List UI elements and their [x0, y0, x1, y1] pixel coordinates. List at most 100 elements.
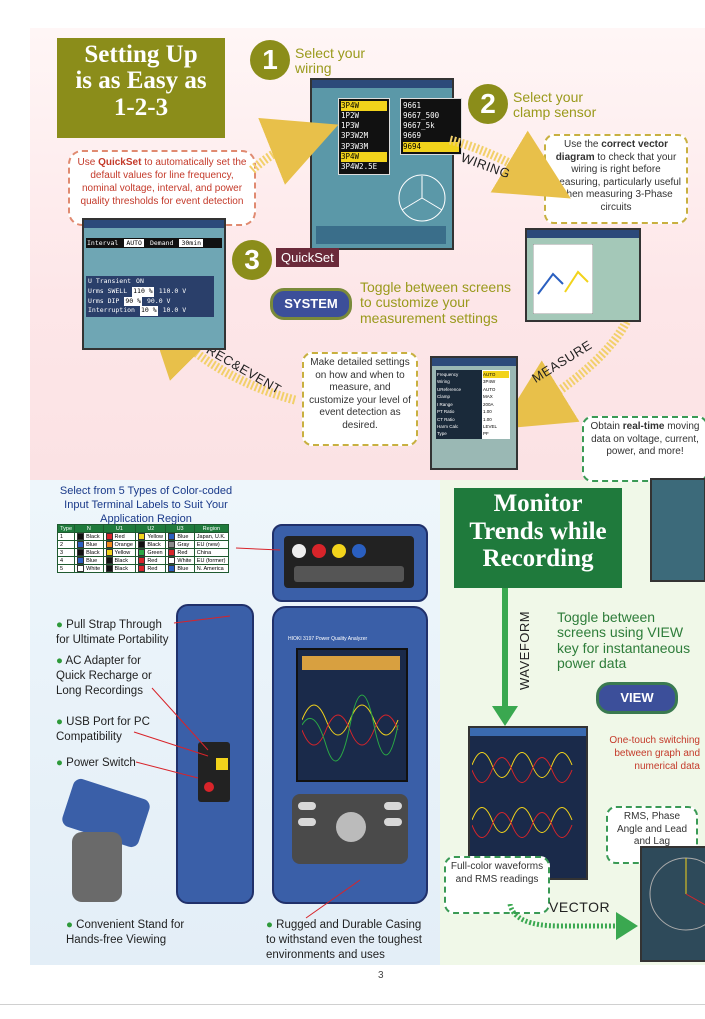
terminal-color-swatch [105, 549, 113, 556]
terminal-jack [332, 544, 346, 558]
vector-screen-topbar [527, 230, 639, 238]
feature-adapter: ● AC Adapter for Quick Recharge or Long … [56, 655, 152, 697]
waveform-arrow-label: WAVEFORM [517, 610, 532, 690]
terminal-color-swatch [77, 533, 85, 540]
power-switch-icon [204, 782, 214, 792]
terminal-labels-heading: Select from 5 Types of Color-coded Input… [59, 485, 233, 525]
terminal-color-swatch [168, 549, 176, 556]
wiring-menu-item[interactable]: 3P4W2.5E [341, 161, 378, 171]
view-button[interactable]: VIEW [596, 682, 678, 714]
clamp-inputs [294, 566, 404, 582]
waveform-display-icon [472, 752, 573, 838]
one-touch-note: One-touch switching between graph and nu… [609, 735, 700, 772]
analyzer-side [176, 604, 254, 904]
stand-base [72, 832, 122, 902]
analyzer-top-terminals [272, 524, 428, 602]
table-cell: N. America [193, 564, 230, 573]
function-key[interactable] [384, 818, 402, 826]
vector-diagram-icon [533, 244, 593, 314]
quickset-screen-topbar [84, 220, 224, 228]
wiring-menu-item[interactable]: 3P3W2M [341, 131, 369, 141]
terminal-color-swatch [138, 541, 146, 548]
clamp-menu-item[interactable]: 9694 [403, 141, 459, 152]
wiring-menu: 3P4W 1P2W 1P3W 3P3W2M 3P3W3M 3P4W 3P4W2.… [338, 98, 390, 175]
wiring-menu-item[interactable]: 1P3W [341, 121, 360, 131]
quickset-label: QuickSet [276, 248, 339, 267]
event-note: Make detailed settings on how and when t… [302, 352, 418, 446]
function-key[interactable] [298, 802, 316, 810]
terminal-color-swatch [77, 549, 85, 556]
waveform-screen-topbar [470, 728, 586, 736]
waveform-arrow [492, 588, 518, 726]
vector-diagram-icon [398, 174, 446, 222]
waveform-screen [468, 726, 588, 880]
navigation-pad[interactable] [336, 812, 366, 842]
trends-title: Monitor Trends while Recording [454, 488, 622, 588]
view-description: Toggle between screens using VIEW key fo… [557, 609, 691, 672]
feature-casing: ● Rugged and Durable Casing to withstand… [266, 919, 422, 961]
step2-number: 2 [468, 84, 508, 124]
clamp-menu: 9661 9667_500 9667_5k 9669 9694 [400, 98, 462, 155]
wiring-menu-item[interactable]: 3P4W [341, 101, 387, 112]
system-button[interactable]: SYSTEM [270, 288, 352, 320]
setup-title: Setting Up is as Easy as 1-2-3 [57, 38, 225, 138]
display-header [302, 656, 400, 670]
clamp-menu-item[interactable]: 9669 [403, 131, 422, 141]
terminal-color-swatch [105, 533, 113, 540]
clamp-menu-item[interactable]: 9667_500 [403, 111, 440, 121]
function-key[interactable] [298, 818, 316, 826]
quickset-interval-row: Interval AUTO Demand 30min [86, 238, 222, 248]
analyzer-front: HIOKI 3197 Power Quality Analyzer [272, 606, 428, 904]
table-cell: White [74, 564, 104, 573]
terminal-color-swatch [138, 533, 146, 540]
terminal-color-swatch [168, 557, 176, 564]
vector-diagram-icon [649, 857, 705, 931]
terminal-color-swatch [138, 549, 146, 556]
terminal-color-swatch [105, 557, 113, 564]
measure-screen: Frequency Wiring UReference Clamp I Rang… [430, 356, 518, 470]
wiring-menu-item[interactable]: 3P3W3M [341, 141, 369, 151]
clamp-menu-item[interactable]: 9667_5k [403, 121, 435, 131]
vector-arrow [507, 904, 638, 940]
terminal-color-swatch [77, 541, 85, 548]
full-color-note: Full-color waveforms and RMS readings [444, 856, 550, 914]
feature-stand: ● Convenient Stand for Hands-free Viewin… [66, 919, 185, 946]
display-waveform-icon [302, 694, 399, 762]
measure-screen-topbar [432, 358, 516, 366]
side-port-panel [198, 742, 230, 802]
table-cell: Blue [165, 564, 195, 573]
function-key[interactable] [384, 802, 402, 810]
realtime-screen [650, 478, 705, 582]
wiring-screen-topbar [312, 80, 452, 88]
analyzer-brand: HIOKI 3197 Power Quality Analyzer [288, 636, 368, 642]
vector-phase-screen [640, 846, 705, 962]
terminal-color-swatch [77, 557, 85, 564]
terminal-color-swatch [168, 533, 176, 540]
terminal-color-swatch [168, 541, 176, 548]
feature-power: ● Power Switch [56, 757, 136, 769]
usb-port-icon [216, 758, 228, 770]
terminal-color-swatch [77, 565, 85, 572]
measure-settings-values: AUTO 3P4W AUTO MAX 200A 1.00 1.00 LEVEL … [482, 370, 510, 439]
measure-settings-list: Frequency Wiring UReference Clamp I Rang… [436, 370, 484, 439]
wiring-screen-readings [316, 226, 446, 244]
step3-number: 3 [232, 240, 272, 280]
clamp-menu-item[interactable]: 9661 [403, 101, 422, 110]
wiring-menu-item[interactable]: 1P2W [341, 111, 360, 121]
terminal-jack [292, 544, 306, 558]
vector-arrow-label: VECTOR [549, 899, 611, 915]
system-description: Toggle between screens to customize your… [360, 279, 511, 326]
step1-label: Select your wiring [295, 45, 366, 77]
step1-number: 1 [250, 40, 290, 80]
wiring-menu-item[interactable]: 3P4W [341, 151, 387, 162]
page-bottom-divider [0, 1004, 705, 1005]
analyzer-stand-photo [56, 776, 156, 906]
terminal-color-swatch [138, 557, 146, 564]
